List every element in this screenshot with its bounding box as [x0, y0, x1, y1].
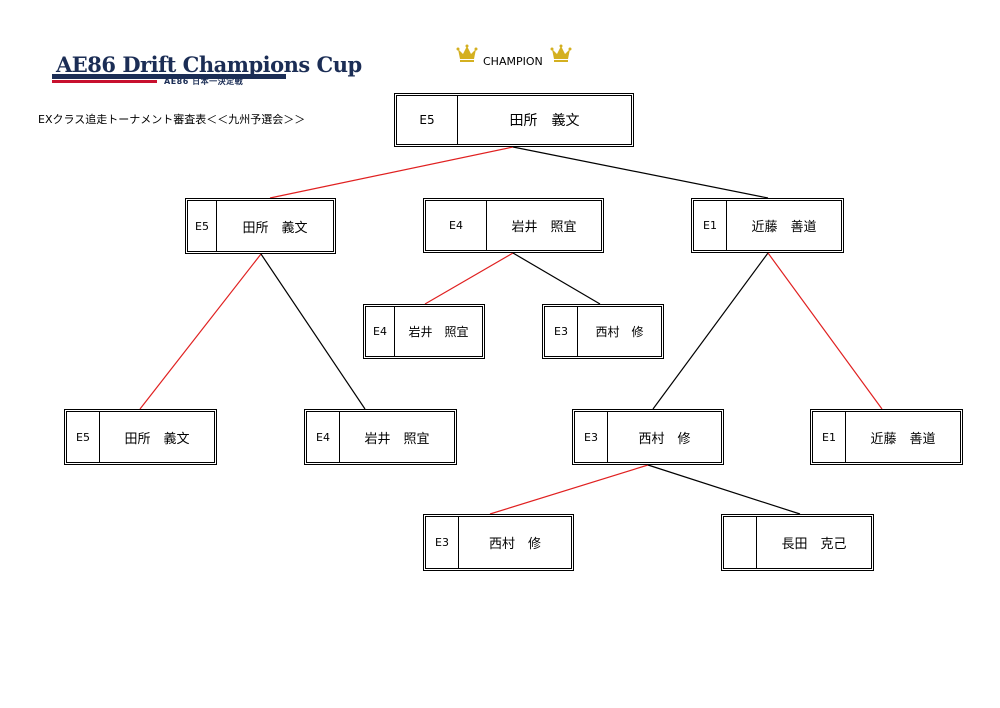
seed-label: [724, 517, 757, 568]
round1-box-4: E1 近藤 善道: [810, 409, 963, 465]
quarter-box-1: E4 岩井 照宜: [363, 304, 485, 359]
bracket-line-winner: [139, 253, 262, 410]
bracket-line: [260, 253, 366, 410]
seed-label: E4: [426, 201, 487, 250]
player-name: 西村 修: [488, 537, 541, 552]
logo-stripe-red: [52, 80, 157, 83]
quarter-box-2: E3 西村 修: [542, 304, 664, 359]
seed-label: E5: [67, 412, 100, 462]
seed-label: E1: [813, 412, 846, 462]
player-name: 長田 克己: [781, 537, 847, 552]
crown-icon: [456, 44, 478, 62]
seed-label: E5: [397, 96, 458, 144]
seed-label: E4: [366, 307, 395, 356]
seed-label: E4: [307, 412, 340, 462]
page-subtitle: EXクラス追走トーナメント審査表＜＜九州予選会＞＞: [38, 113, 306, 126]
bracket-line-winner: [489, 464, 649, 515]
champion-label: CHAMPION: [483, 55, 543, 68]
player-name: 岩井 照宜: [511, 220, 577, 235]
logo-stripe: [52, 74, 286, 79]
player-name: 西村 修: [638, 431, 691, 447]
player-name: 田所 義文: [124, 431, 190, 447]
player-name: 田所 義文: [509, 113, 580, 129]
bracket-line-winner: [269, 146, 514, 199]
champion-box: E5 田所 義文: [394, 93, 634, 147]
bracket-line: [512, 146, 769, 199]
event-logo: AE86 Drift Champions Cup AE86 日本一決定戦: [52, 52, 362, 88]
crown-icon: [550, 44, 572, 62]
logo-subtitle: AE86 日本一決定戦: [164, 77, 244, 86]
logo-title: AE86 Drift Champions Cup: [56, 52, 362, 77]
semifinal-box-3: E1 近藤 善道: [691, 198, 844, 253]
bracket-line-winner: [767, 252, 883, 410]
semifinal-box-2: E4 岩井 照宜: [423, 198, 604, 253]
bracket-line-winner: [424, 252, 514, 305]
round1-box-3: E3 西村 修: [572, 409, 724, 465]
seed-label: E3: [426, 517, 459, 568]
semifinal-box-1: E5 田所 義文: [185, 198, 336, 254]
seed-label: E3: [575, 412, 608, 462]
player-name: 近藤 善道: [751, 220, 817, 235]
seed-label: E3: [545, 307, 578, 356]
player-name: 西村 修: [595, 325, 644, 339]
seed-label: E5: [188, 201, 217, 251]
player-name: 岩井 照宜: [408, 325, 469, 339]
round0-box-2: 長田 克己: [721, 514, 874, 571]
round0-box-1: E3 西村 修: [423, 514, 574, 571]
player-name: 近藤 善道: [870, 431, 936, 447]
player-name: 岩井 照宜: [364, 431, 430, 447]
bracket-line: [647, 464, 801, 515]
bracket-line: [512, 252, 601, 305]
round1-box-1: E5 田所 義文: [64, 409, 217, 465]
player-name: 田所 義文: [242, 220, 308, 236]
seed-label: E1: [694, 201, 727, 250]
round1-box-2: E4 岩井 照宜: [304, 409, 457, 465]
bracket-line: [652, 252, 769, 410]
